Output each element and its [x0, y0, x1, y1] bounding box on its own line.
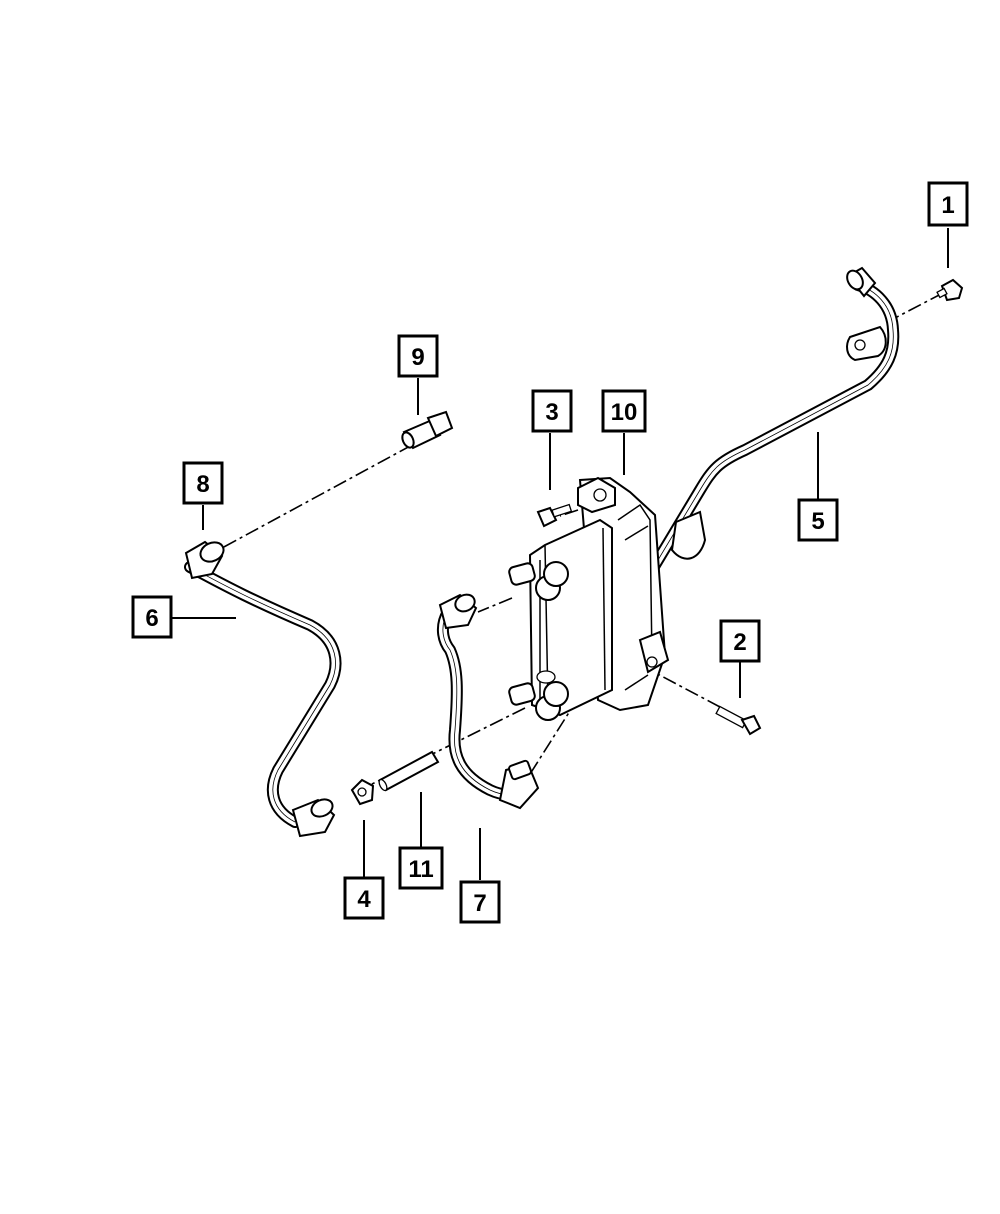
- callout-9: 9: [397, 334, 439, 378]
- bolt-part-2: [715, 705, 762, 736]
- callout-8: 8: [182, 461, 224, 505]
- callout-6: 6: [131, 595, 173, 639]
- callout-8-label: 8: [196, 471, 209, 498]
- callout-11-label: 11: [408, 856, 433, 883]
- fitting-part-9: [401, 410, 454, 450]
- callout-7-label: 7: [473, 890, 486, 917]
- callout-11: 11: [398, 846, 444, 890]
- oil-cooler: [508, 476, 670, 721]
- callout-2: 2: [719, 619, 761, 663]
- callout-9-label: 9: [411, 344, 424, 371]
- callout-4: 4: [343, 876, 385, 920]
- bolt-part-3: [536, 503, 573, 528]
- callout-5-label: 5: [811, 508, 824, 535]
- callout-7: 7: [459, 880, 501, 924]
- cooler-tube-left: [184, 540, 342, 838]
- callout-2-label: 2: [733, 629, 746, 656]
- callout-10: 10: [601, 389, 647, 433]
- callout-6-label: 6: [145, 605, 158, 632]
- callout-1-label: 1: [941, 192, 954, 219]
- stud-part-11: [378, 750, 440, 792]
- callout-1: 1: [927, 181, 969, 227]
- leader-lines: [172, 228, 949, 880]
- callout-5: 5: [797, 498, 839, 542]
- callout-3: 3: [531, 389, 573, 433]
- callout-4-label: 4: [357, 886, 371, 913]
- callout-3-label: 3: [545, 399, 558, 426]
- callout-10-label: 10: [611, 399, 638, 426]
- cooler-tube-center: [437, 593, 540, 810]
- bolt-part-1: [936, 278, 964, 302]
- nut-part-4: [350, 778, 375, 806]
